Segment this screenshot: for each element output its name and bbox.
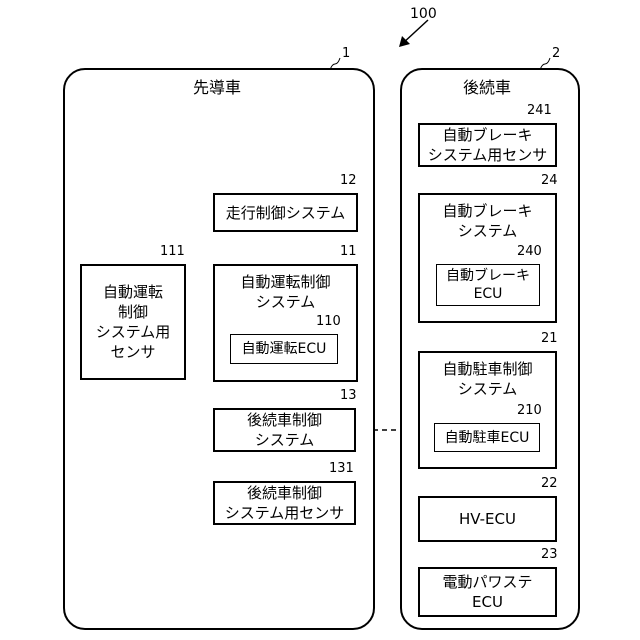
travel-control-system-box: 走行制御システム (213, 193, 358, 232)
follower-control-system-box: 後続車制御 システム (213, 408, 356, 452)
ref-11: 11 (340, 244, 357, 259)
ref-240: 240 (517, 244, 542, 259)
ref-210: 210 (517, 403, 542, 418)
ref-system-100: 100 (410, 6, 437, 22)
following-vehicle-title: 後続車 (463, 74, 511, 98)
ref-1: 1 (342, 46, 350, 61)
ref-21: 21 (541, 331, 558, 346)
hv-ecu-box: HV-ECU (418, 496, 557, 542)
auto-brake-ecu-box: 自動ブレーキ ECU (436, 264, 540, 306)
auto-brake-sensor-box: 自動ブレーキ システム用センサ (418, 123, 557, 167)
ref-24: 24 (541, 173, 558, 188)
ref-12: 12 (340, 173, 357, 188)
ref-23: 23 (541, 547, 558, 562)
ref-13: 13 (340, 388, 357, 403)
ref-22: 22 (541, 476, 558, 491)
ref-241: 241 (527, 103, 552, 118)
ref-2: 2 (552, 46, 560, 61)
leading-vehicle-title: 先導車 (193, 74, 241, 98)
auto-parking-ecu-box: 自動駐車ECU (434, 423, 540, 452)
autodrive-sensor-box: 自動運転 制御 システム用 センサ (80, 264, 186, 380)
electric-power-steering-ecu-box: 電動パワステ ECU (418, 567, 557, 617)
ref-131: 131 (329, 461, 354, 476)
ref-110: 110 (316, 314, 341, 329)
follower-control-sensor-box: 後続車制御 システム用センサ (213, 481, 356, 525)
autodrive-ecu-box: 自動運転ECU (230, 334, 338, 364)
ref-111: 111 (160, 244, 185, 259)
